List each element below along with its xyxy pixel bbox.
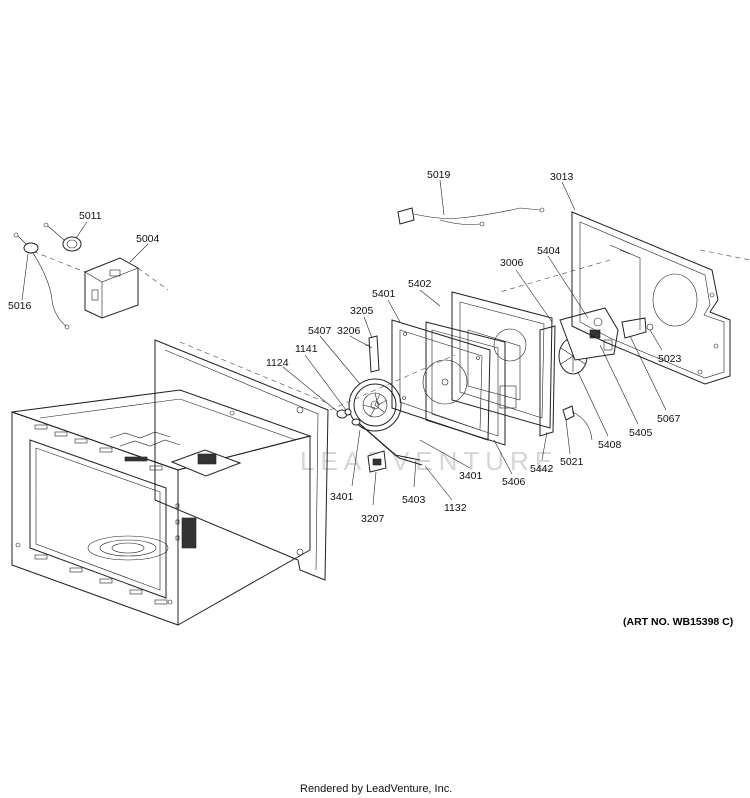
label-5408: 5408 xyxy=(598,439,622,451)
label-5404: 5404 xyxy=(537,245,561,257)
label-3013: 3013 xyxy=(550,171,574,183)
part-labels: 5019 3013 5011 5004 5016 5404 3006 5402 … xyxy=(8,169,682,525)
label-1132: 1132 xyxy=(444,502,467,514)
label-3401-right: 3401 xyxy=(459,470,483,482)
label-5004: 5004 xyxy=(136,233,160,245)
clip-3205-3206 xyxy=(365,335,380,373)
label-3206: 3206 xyxy=(337,325,361,337)
label-5407: 5407 xyxy=(308,325,332,337)
washers xyxy=(336,408,361,426)
bracket-3207 xyxy=(367,450,387,473)
panel-5401 xyxy=(391,319,491,441)
label-5011: 5011 xyxy=(79,210,102,222)
bracket-5023-5067 xyxy=(621,317,654,339)
label-5067: 5067 xyxy=(657,413,681,425)
panel-5406 xyxy=(425,321,506,446)
wire-harness-5019 xyxy=(397,207,545,227)
footer-credit: Rendered by LeadVenture, Inc. xyxy=(300,783,452,795)
art-number: (ART NO. WB15398 C) xyxy=(623,616,733,628)
rear-cover-3013 xyxy=(571,211,731,385)
label-3205: 3205 xyxy=(350,305,374,317)
label-5023: 5023 xyxy=(658,353,682,365)
label-3207: 3207 xyxy=(361,513,385,525)
connector-5021 xyxy=(562,405,593,441)
panel-5402 xyxy=(451,291,553,429)
label-5019: 5019 xyxy=(427,169,451,181)
label-5406: 5406 xyxy=(502,476,526,488)
label-5403: 5403 xyxy=(402,494,426,506)
label-5021: 5021 xyxy=(560,456,584,468)
label-3401-left: 3401 xyxy=(330,491,354,503)
sensor-5016 xyxy=(13,232,70,330)
leader-lines xyxy=(21,179,667,506)
label-5405: 5405 xyxy=(629,427,653,439)
panel-5442 xyxy=(539,325,556,437)
thermostat-5011 xyxy=(43,222,82,252)
label-5442: 5442 xyxy=(530,463,554,475)
label-5401: 5401 xyxy=(372,288,396,300)
label-1141: 1141 xyxy=(295,343,318,355)
label-5016: 5016 xyxy=(8,300,32,312)
oven-cavity xyxy=(11,339,329,626)
label-5402: 5402 xyxy=(408,278,432,290)
label-3006: 3006 xyxy=(500,257,524,269)
convection-element-5407 xyxy=(348,378,423,466)
bracket-5004 xyxy=(24,247,169,319)
label-1124: 1124 xyxy=(266,357,289,369)
